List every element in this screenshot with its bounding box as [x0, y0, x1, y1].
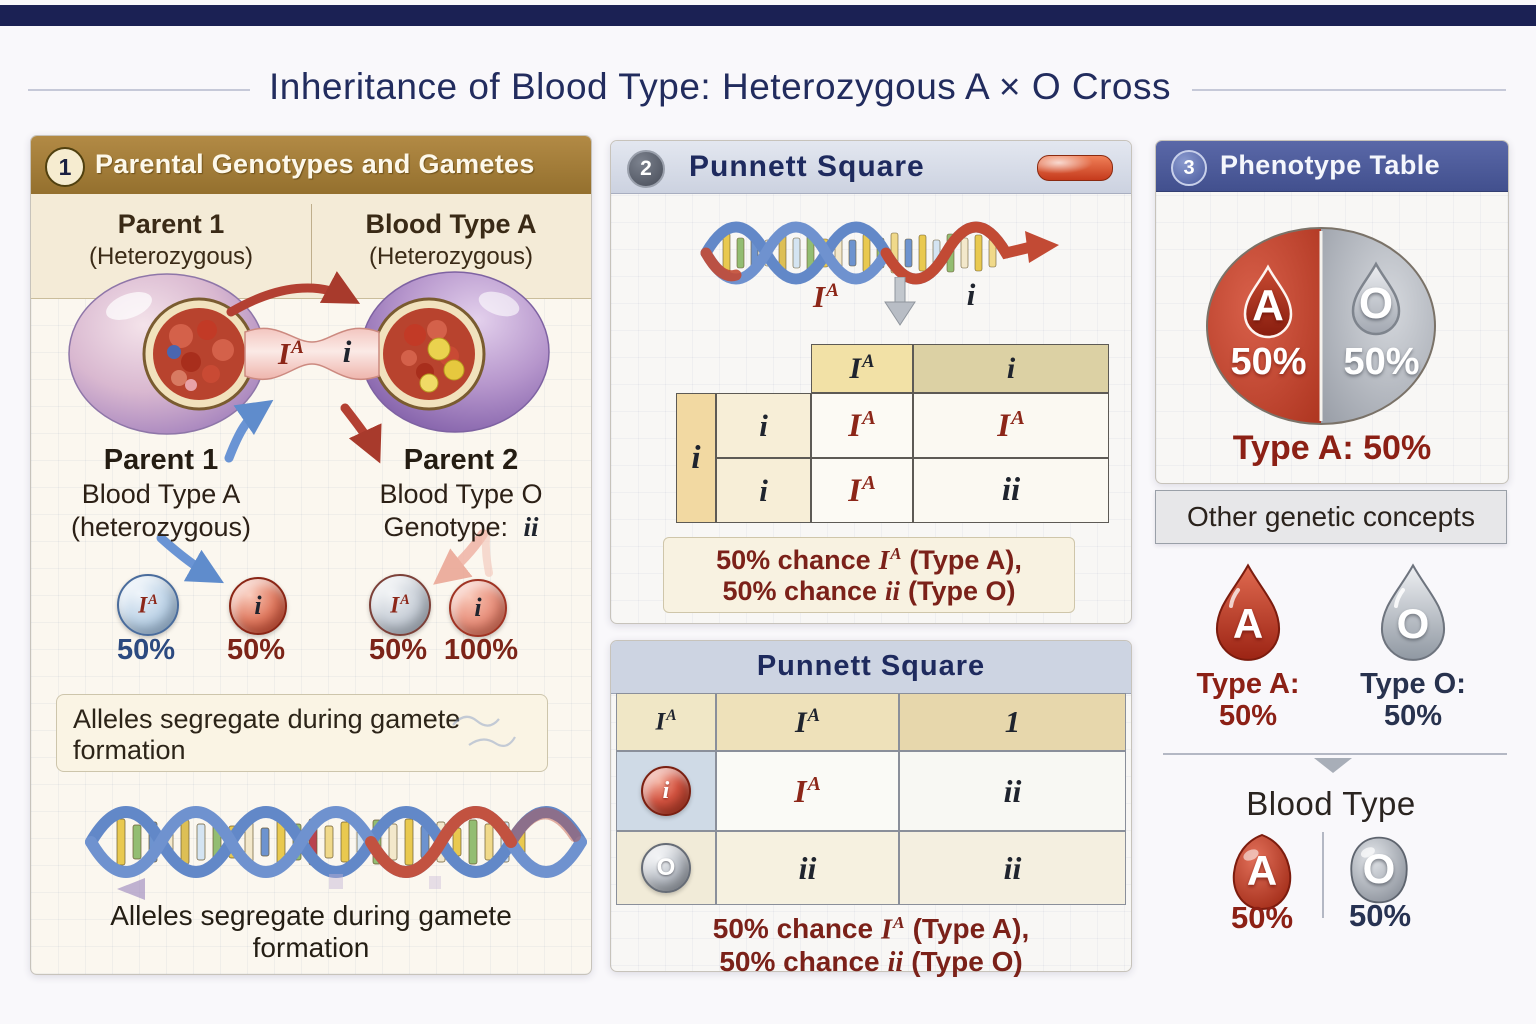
blob-o-letter: O — [1362, 845, 1396, 892]
capsule-icon — [1037, 155, 1113, 181]
panel-punnett-bottom: Punnett Square IA IA 1 i IA ii — [610, 640, 1132, 978]
drop-o-pct: 50% — [1383, 700, 1443, 732]
ps2-col-header-2: IA — [716, 693, 899, 751]
panel3-header: 3 Phenotype Table — [1156, 141, 1508, 192]
punnett2-header: Punnett Square — [611, 641, 1131, 694]
ps1-outer-row-header: i — [676, 393, 716, 523]
bridge-allele-i: i — [342, 334, 352, 369]
panel1-title: Parental Genotypes and Gametes — [95, 149, 535, 179]
pie-pct-o: 50% — [1343, 341, 1420, 383]
blob-a-letter: A — [1246, 847, 1278, 894]
panel-punnett-top: 2 Punnett Square — [610, 140, 1132, 624]
punnett1-caption-box: 50% chance IA (Type A), 50% chance ii (T… — [663, 537, 1075, 613]
punnett2-caption: 50% chance IA (Type A), 50% chance ii (T… — [611, 913, 1131, 979]
drop-a-letter: A — [1232, 600, 1264, 647]
panel1-caption: Alleles segregate during gamete formatio… — [110, 900, 512, 963]
caption1-line2: 50% chance ii (Type O) — [722, 576, 1016, 606]
top-bar — [0, 5, 1536, 26]
ps1-cell-r1c2: IA — [913, 393, 1109, 458]
drop-a-pct: 50% — [1218, 700, 1278, 732]
ps1-row-header-2: i — [716, 458, 811, 523]
parent2-label: Parent 2 Blood Type O Genotype: ii — [379, 444, 543, 542]
dna-helix-icon — [85, 806, 587, 878]
ps2-col-header-3: 1 — [899, 693, 1126, 751]
blob-a-pct: 50% — [1230, 900, 1294, 935]
ps2-cell-r2c2: ii — [899, 831, 1126, 905]
gamete-sphere-ia-blue: IA — [117, 574, 179, 636]
left-nucleus-blobs — [167, 320, 234, 391]
caption2-line2: 50% chance ii (Type O) — [719, 946, 1023, 979]
gamete-pct-2: 50% — [226, 634, 286, 666]
ps2-cell-r1c2: ii — [899, 751, 1126, 831]
parent1-label: Parent 1 Blood Type A (heterozygous) — [70, 444, 252, 542]
page-title: Inheritance of Blood Type: Heterozygous … — [268, 66, 1171, 107]
ps1-cell-r2c1: IA — [811, 458, 913, 523]
parent1-column-header: Parent 1 (Heterozygous) — [88, 209, 254, 270]
panel2-title: Punnett Square — [689, 150, 925, 183]
blood-type-title: Blood Type — [1246, 785, 1416, 822]
ps1-cell-r2c2: ii — [913, 458, 1109, 523]
step-number-3: 3 — [1171, 150, 1207, 186]
drop-a-label: Type A: — [1196, 668, 1300, 700]
panel2-header: 2 Punnett Square — [611, 141, 1131, 194]
pie-letter-a: A — [1252, 281, 1284, 330]
title-rule-left — [28, 89, 250, 91]
step-number-1: 1 — [45, 147, 85, 187]
ps2-cell-r1c1: IA — [716, 751, 899, 831]
other-concepts-box: Other genetic concepts — [1155, 490, 1507, 544]
chevron-down-icon — [1314, 758, 1352, 773]
bloodtype-a-column-header: Blood Type A (Heterozygous) — [365, 209, 537, 270]
ps2-col-header-1: IA — [616, 693, 716, 751]
blood-type-divider — [1322, 832, 1324, 918]
caption1-line1: 50% chance IA (Type A), — [716, 544, 1022, 575]
allele-sphere-o-gray: O — [641, 843, 691, 893]
section-divider — [1163, 753, 1507, 755]
dna-allele-right: i — [966, 277, 976, 312]
dna-allele-left: IA — [813, 279, 839, 314]
drop-o-label: Type O: — [1360, 668, 1466, 700]
gamete-sphere-ia-gray: IA — [369, 574, 431, 636]
drop-o-letter: O — [1396, 600, 1430, 647]
blob-o-pct: 50% — [1348, 898, 1412, 933]
dna-helix-arrow-icon — [700, 221, 1059, 285]
title-rule-right — [1192, 89, 1506, 91]
ps2-cell-r2c1: ii — [716, 831, 899, 905]
gamete-pct-1: 50% — [116, 634, 176, 666]
punnett-square-1: IA i i i i IA IA IA ii — [676, 344, 1109, 523]
caption2-line1: 50% chance IA (Type A), — [712, 913, 1030, 946]
ps1-row-header-1: i — [716, 393, 811, 458]
pie-letter-o: O — [1358, 279, 1394, 328]
ps1-col-header-1: IA — [811, 344, 913, 393]
gamete-sphere-i-pink: i — [449, 579, 507, 637]
gamete-pct-3: 50% — [368, 634, 428, 666]
segregation-note-box: Alleles segregate during gamete formatio… — [56, 694, 548, 772]
panel1-subheader: Parent 1 (Heterozygous) Blood Type A (He… — [31, 194, 591, 299]
allele-sphere-i-red: i — [641, 766, 691, 816]
ps2-row2-header: O — [616, 831, 716, 905]
down-arrow-icon — [884, 277, 916, 326]
panel-phenotype: 3 Phenotype Table — [1155, 140, 1509, 484]
bridge-allele-a: IA — [278, 336, 304, 371]
pie-pct-a: 50% — [1230, 341, 1307, 383]
ps1-col-header-2: i — [913, 344, 1109, 393]
ps1-cell-r1c1: IA — [811, 393, 913, 458]
panel1-header: 1 Parental Genotypes and Gametes — [31, 136, 591, 196]
pie-caption: Type A: 50% — [1232, 429, 1432, 467]
step-number-2: 2 — [627, 150, 665, 188]
right-nucleus-blobs — [401, 320, 465, 393]
gamete-sphere-i-red: i — [229, 577, 287, 635]
ps2-row1-header: i — [616, 751, 716, 831]
gamete-pct-4: 100% — [443, 634, 519, 666]
panel3-title: Phenotype Table — [1220, 150, 1441, 180]
panel-parental-genotypes: 1 Parental Genotypes and Gametes Parent … — [30, 135, 592, 975]
segregation-arrow — [117, 874, 461, 900]
punnett-square-2: IA IA 1 i IA ii O — [616, 693, 1126, 905]
